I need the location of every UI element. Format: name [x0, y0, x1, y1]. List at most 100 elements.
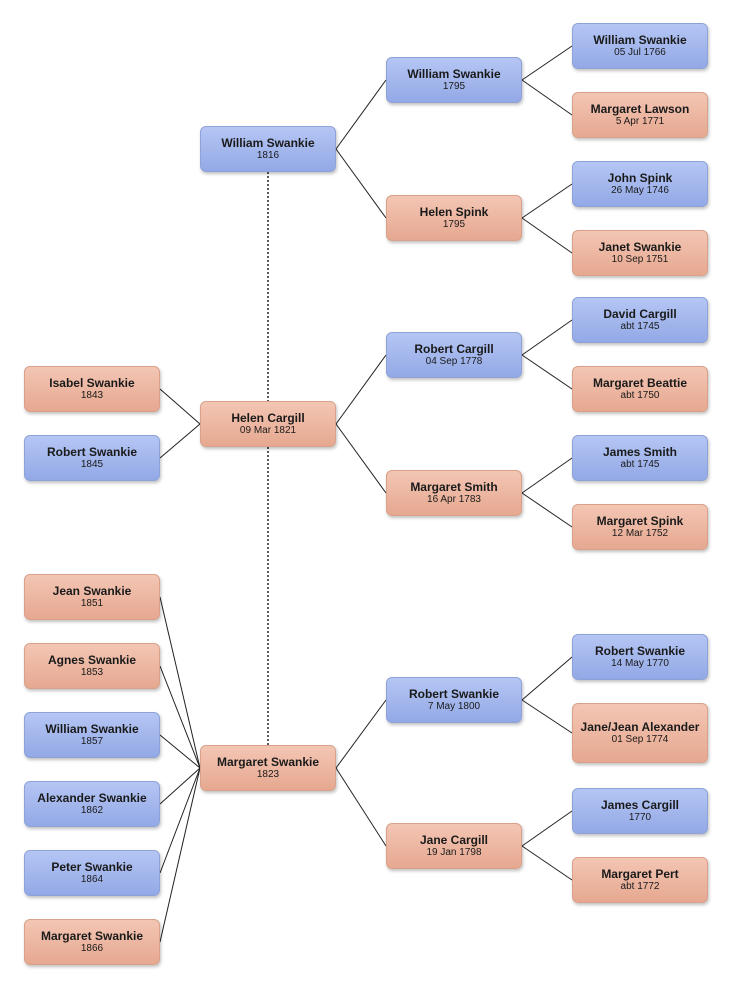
person-date: 1816	[256, 150, 280, 161]
person-date: 12 Mar 1752	[611, 528, 669, 539]
person-name: Robert Cargill	[414, 342, 494, 356]
person-date: 14 May 1770	[611, 658, 669, 669]
parent-link-line	[335, 423, 387, 494]
person-name: Jane Cargill	[419, 833, 489, 847]
person-date: abt 1750	[620, 390, 660, 401]
person-name: Margaret Lawson	[590, 102, 690, 116]
person-date: 1862	[80, 805, 104, 816]
person-name: Helen Cargill	[231, 411, 305, 425]
person-name: Isabel Swankie	[49, 376, 135, 390]
parent-link-line	[521, 699, 573, 734]
person-name: Jean Swankie	[52, 584, 132, 598]
person-name: William Swankie	[221, 136, 315, 150]
person-date: 01 Sep 1774	[611, 734, 669, 745]
person-name: Janet Swankie	[598, 240, 682, 254]
person-name: Margaret Pert	[601, 867, 679, 881]
person-name: James Cargill	[600, 798, 680, 812]
child-link-line	[159, 388, 201, 425]
person-name: David Cargill	[603, 307, 677, 321]
person-date: 05 Jul 1766	[614, 47, 666, 58]
person-date: 1795	[442, 81, 466, 92]
parent-link-line	[521, 457, 573, 494]
child-link-line	[159, 423, 201, 459]
person-name: Jane/Jean Alexander	[580, 720, 700, 734]
parent-link-line	[521, 217, 573, 254]
person-date: 1843	[80, 390, 104, 401]
person-name: Robert Swankie	[46, 445, 138, 459]
parent-link-line	[335, 148, 387, 219]
parent-link-line	[335, 79, 387, 150]
person-date: abt 1745	[620, 321, 660, 332]
parent-link-line	[521, 810, 573, 847]
person-date: 1845	[80, 459, 104, 470]
parent-link-line	[335, 699, 387, 769]
person-name: William Swankie	[45, 722, 139, 736]
parent-link-line	[521, 45, 573, 81]
person-date: 10 Sep 1751	[611, 254, 669, 265]
person-name: William Swankie	[593, 33, 687, 47]
parent-link-line	[521, 492, 573, 528]
person-date: 16 Apr 1783	[427, 494, 481, 505]
person-date: 1823	[256, 769, 280, 780]
person-date: 1853	[80, 667, 104, 678]
person-date: 7 May 1800	[427, 701, 481, 712]
person-date: 19 Jan 1798	[426, 847, 482, 858]
person-name: Margaret Spink	[596, 514, 684, 528]
person-name: Margaret Swankie	[216, 755, 320, 769]
person-name: Robert Swankie	[408, 687, 500, 701]
child-link-line	[159, 665, 201, 769]
person-date: 26 May 1746	[611, 185, 669, 196]
person-name: Agnes Swankie	[47, 653, 137, 667]
child-link-line	[159, 767, 201, 874]
person-name: Margaret Smith	[410, 480, 498, 494]
person-date: 1866	[80, 943, 104, 954]
parent-link-line	[521, 183, 573, 219]
person-date: abt 1772	[620, 881, 660, 892]
parent-link-line	[521, 656, 573, 701]
person-date: 04 Sep 1778	[425, 356, 483, 367]
person-name: William Swankie	[407, 67, 501, 81]
person-date: 5 Apr 1771	[615, 116, 665, 127]
person-name: Margaret Beattie	[592, 376, 688, 390]
person-date: 1864	[80, 874, 104, 885]
person-name: James Smith	[602, 445, 678, 459]
person-date: abt 1745	[620, 459, 660, 470]
parent-link-line	[521, 79, 573, 116]
person-date: 1795	[442, 219, 466, 230]
person-name: Alexander Swankie	[37, 791, 147, 805]
person-name: John Spink	[607, 171, 673, 185]
person-date: 1857	[80, 736, 104, 747]
person-name: Robert Swankie	[594, 644, 686, 658]
person-name: Margaret Swankie	[40, 929, 144, 943]
